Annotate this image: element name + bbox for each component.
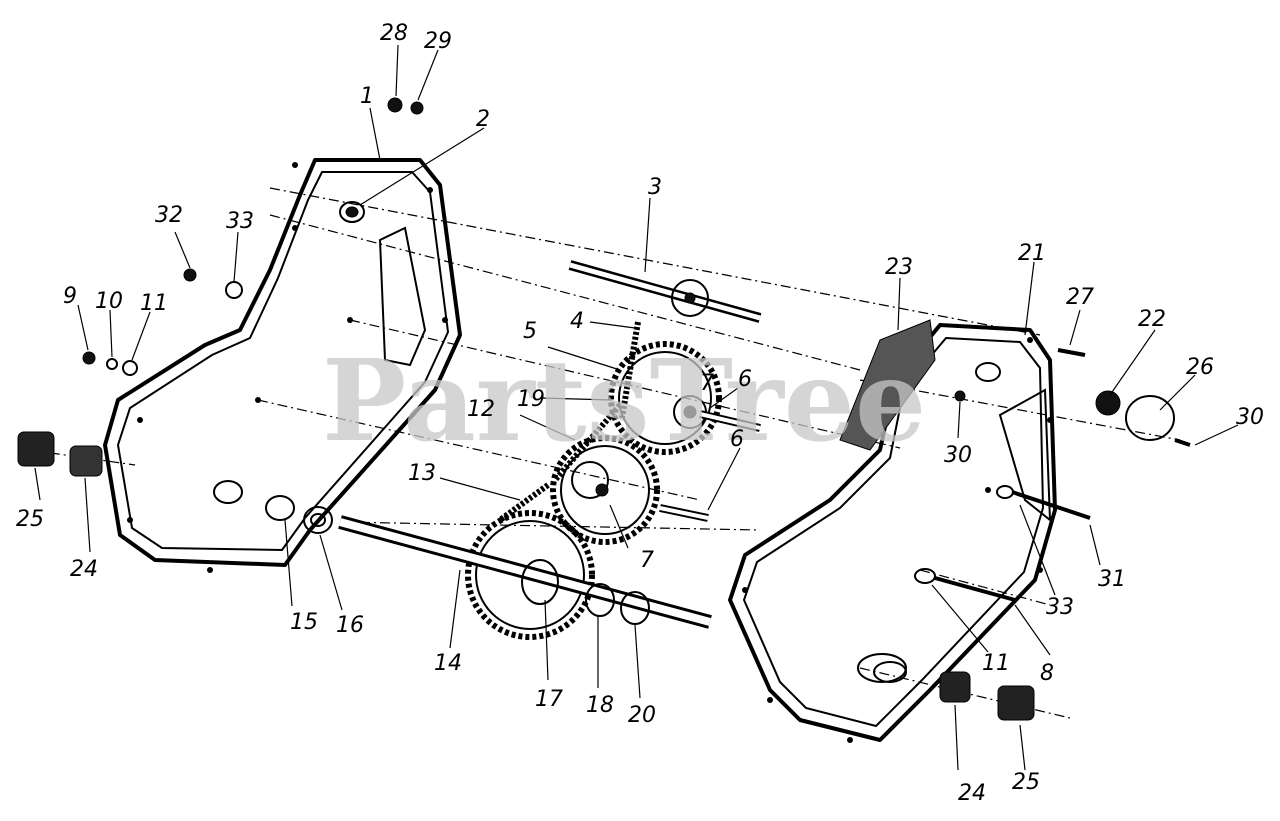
gasket: [839, 319, 936, 451]
callout-12: 12: [467, 397, 495, 422]
callout-22: 22: [1138, 307, 1166, 332]
right-hardware: [914, 348, 1191, 721]
callout-9: 9: [63, 284, 77, 309]
lower-sprocket: [465, 510, 595, 640]
callout-20: 20: [628, 703, 656, 728]
callout-14: 14: [434, 651, 462, 676]
large-upper-sprocket: [608, 341, 761, 455]
callout-3: 3: [648, 175, 662, 200]
callout-8: 8: [1040, 661, 1054, 686]
callout-21: 21: [1018, 241, 1046, 266]
callout-28: 28: [380, 21, 408, 46]
callout-11-right: 11: [982, 651, 1010, 676]
callout-33-right: 33: [1046, 595, 1074, 620]
callout-27: 27: [1066, 285, 1094, 310]
callout-26: 26: [1186, 355, 1214, 380]
callout-17: 17: [535, 687, 563, 712]
callout-15: 15: [290, 610, 318, 635]
callout-6-upper: 6: [738, 367, 752, 392]
callout-29: 29: [424, 29, 452, 54]
middle-sprocket: [550, 435, 709, 545]
lower-shaft-assembly: [338, 515, 712, 629]
upper-shaft-assembly: [568, 260, 762, 323]
callout-13: 13: [408, 461, 436, 486]
callout-32: 32: [155, 203, 183, 228]
callout-19: 19: [517, 387, 545, 412]
left-hardware: [17, 97, 424, 477]
callout-10: 10: [95, 289, 123, 314]
left-chain-case-housing: [103, 158, 462, 573]
callout-25-left: 25: [16, 507, 44, 532]
callout-30-right: 30: [1236, 405, 1264, 430]
callout-24-right: 24: [958, 781, 986, 806]
callout-18: 18: [586, 693, 614, 718]
right-chain-case-housing: [728, 323, 1057, 743]
callout-30-center: 30: [944, 443, 972, 468]
callout-25-right: 25: [1012, 770, 1040, 795]
callout-labels: 1 2 3 4 5 6 6 7 7 8 9 10 11 11 12 13 14 …: [16, 21, 1264, 806]
watermark: PartsTree: [322, 336, 926, 467]
callout-11-left: 11: [140, 291, 168, 316]
callout-5: 5: [523, 319, 537, 344]
callout-23: 23: [885, 255, 913, 280]
callout-7-upper: 7: [700, 371, 714, 396]
callout-6-lower: 6: [730, 427, 744, 452]
drive-chains: [498, 321, 641, 523]
callout-16: 16: [336, 613, 364, 638]
bearing-lower-left: [213, 480, 333, 534]
callout-24-left: 24: [70, 557, 98, 582]
bearing-upper-left: [339, 201, 365, 223]
callout-7-lower: 7: [640, 548, 654, 573]
callout-1: 1: [360, 84, 374, 109]
callout-4: 4: [570, 309, 584, 334]
leader-lines: [34, 44, 1239, 771]
callout-33-left: 33: [226, 209, 254, 234]
callout-2: 2: [476, 107, 490, 132]
callout-31: 31: [1098, 567, 1126, 592]
